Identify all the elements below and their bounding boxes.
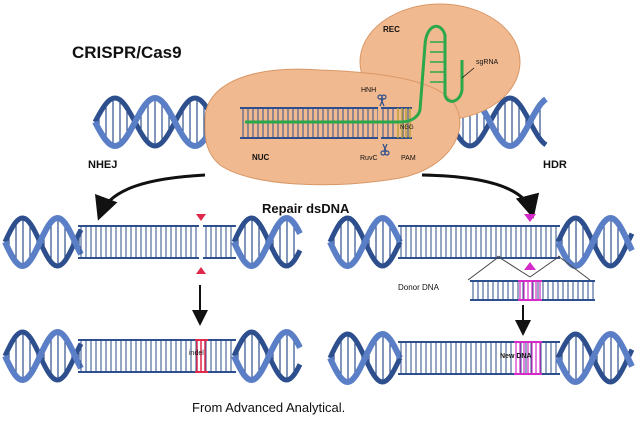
indel-region <box>195 339 208 373</box>
nhej-arrow <box>95 173 206 221</box>
new-dna-label: New DNA <box>500 353 532 360</box>
new-dna-insert <box>514 341 542 375</box>
cut-gap <box>199 224 203 260</box>
pam-label: PAM <box>401 155 416 162</box>
nuc-label: NUC <box>252 153 270 162</box>
dna-ladder-indel <box>78 339 236 373</box>
hdr-label: HDR <box>543 159 567 171</box>
dna-ladder-hdr <box>398 225 560 259</box>
dna-helix-newdna-right <box>555 330 635 386</box>
ruvc-label: RuvC <box>360 155 378 162</box>
indel-label: indel <box>189 350 204 357</box>
dna-helix-indel-right <box>231 328 303 384</box>
donor-insert <box>518 280 542 301</box>
dna-helix-newdna-left <box>327 330 403 386</box>
dna-helix-hdr-right <box>555 214 635 270</box>
diagram-title: CRISPR/Cas9 <box>72 43 182 62</box>
dna-helix-nhej-right <box>231 214 303 270</box>
hnh-label: HNH <box>361 87 376 94</box>
dna-helix-nhej-left <box>2 214 84 270</box>
hdr-arrow <box>421 173 540 219</box>
caption: From Advanced Analytical. <box>192 400 345 415</box>
scissors-icon <box>377 94 387 107</box>
scissors-icon <box>380 143 390 156</box>
dna-ladder-nhej <box>78 225 236 259</box>
rec-label: REC <box>383 25 400 34</box>
insert-marker-top <box>524 214 536 222</box>
homologous-crossover <box>467 255 591 281</box>
dna-helix-hdr-left <box>327 214 403 270</box>
insert-marker-donor <box>524 262 536 270</box>
cut-marker-top <box>196 214 206 221</box>
sgrna-label: sgRNA <box>476 59 499 66</box>
sgrna-strand <box>245 24 464 124</box>
cut-marker-bottom <box>196 267 206 274</box>
repair-label: Repair dsDNA <box>262 201 350 216</box>
dna-helix-indel-left <box>2 328 84 384</box>
donor-dna-label: Donor DNA <box>398 283 440 292</box>
nuc-lobe <box>204 68 461 186</box>
pam-sequence: NGG <box>400 125 414 131</box>
nhej-label: NHEJ <box>88 159 117 171</box>
